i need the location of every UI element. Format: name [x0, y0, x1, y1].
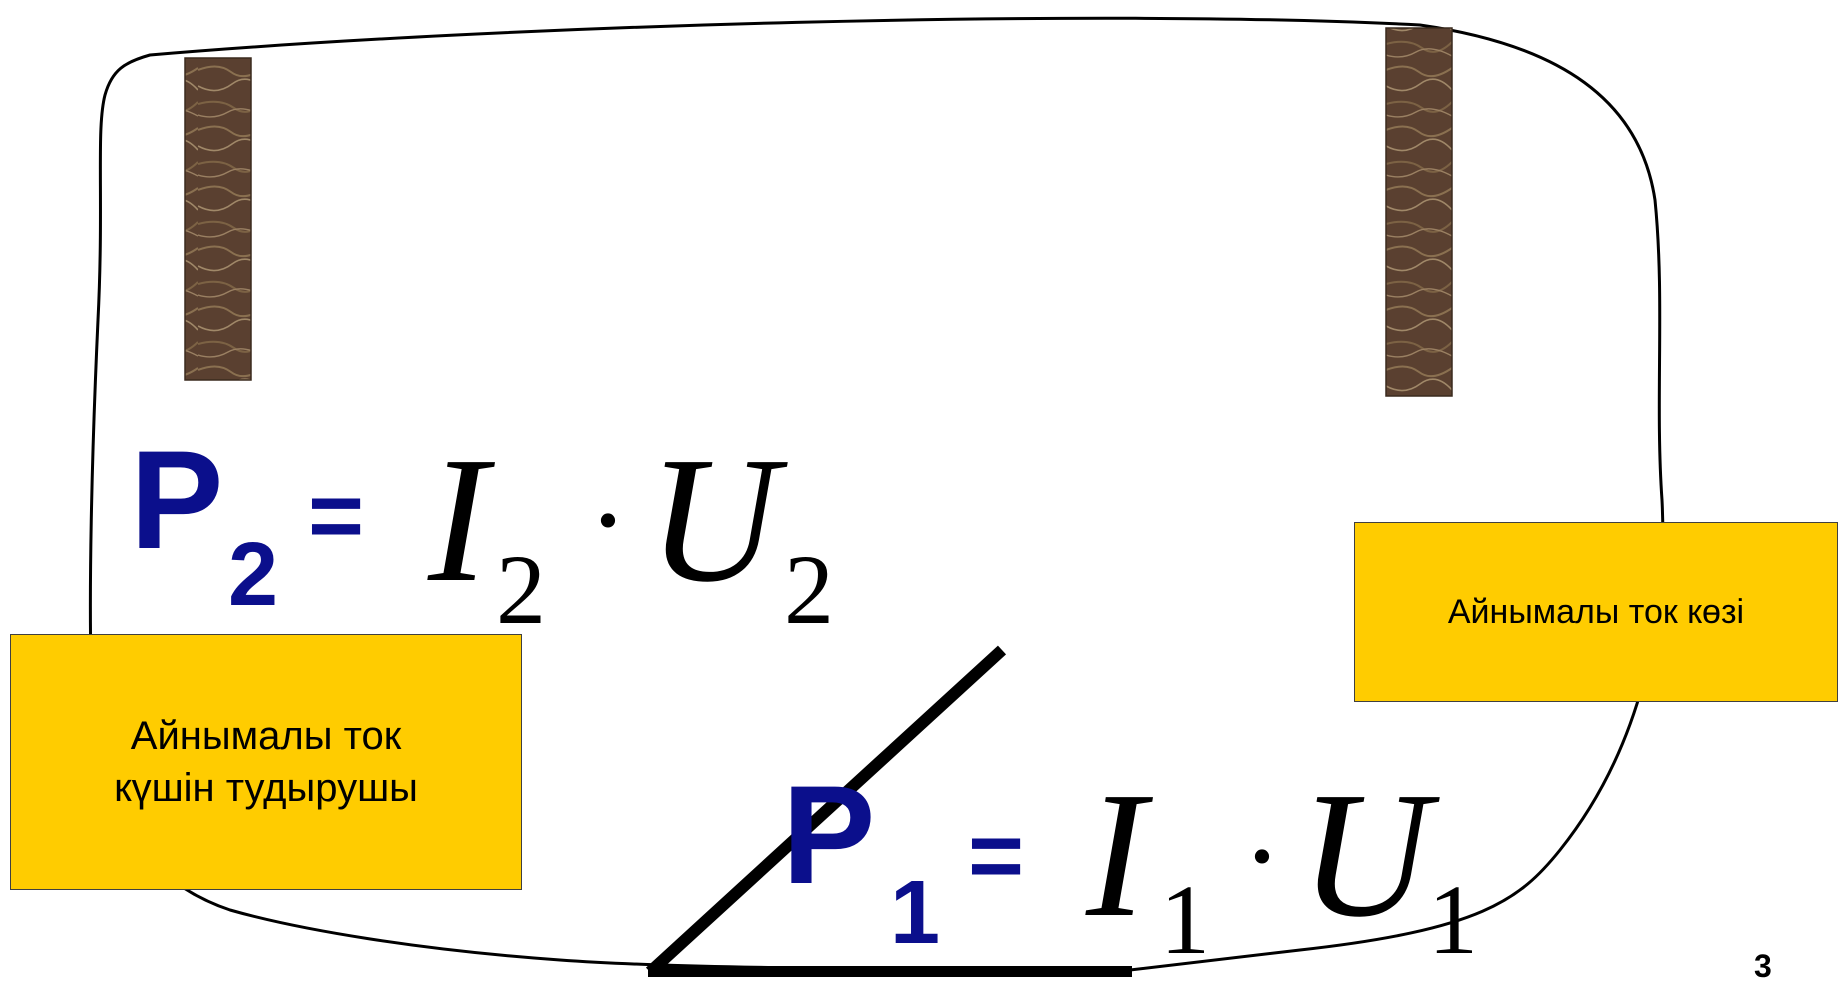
formula-2-multiply-dot: ·: [588, 453, 628, 586]
formula-2-symbol-subscript: 2: [228, 525, 279, 625]
ac-source-label: Айнымалы ток көзі: [1447, 592, 1745, 631]
ac-source-label-box: Айнымалы ток көзі: [1354, 522, 1838, 702]
formula-2-current-subscript: 2: [496, 534, 546, 645]
formula-2-current: I: [428, 420, 488, 619]
formula-1-voltage: U: [1300, 755, 1430, 954]
formula-1-current-subscript: 1: [1160, 864, 1210, 975]
formula-1-symbol: P: [782, 756, 876, 913]
primary-source-label-line1: Айнымалы ток: [130, 714, 402, 758]
primary-source-label-line2: күшін тудырушы: [114, 766, 418, 810]
formula-2-symbol: P: [130, 421, 224, 578]
formula-2-voltage: U: [648, 420, 778, 619]
formula-1-current: I: [1086, 755, 1146, 954]
angle-line-diagonal: [645, 645, 1007, 977]
formula-2-equals: =: [308, 462, 365, 569]
core-bar-left: [184, 57, 252, 381]
formula-1-symbol-subscript: 1: [890, 863, 941, 963]
formula-1-voltage-subscript: 1: [1428, 864, 1478, 975]
primary-source-label-box: Айнымалы ток күшін тудырушы: [10, 634, 522, 890]
formula-2-voltage-subscript: 2: [784, 534, 834, 645]
formula-1-multiply-dot: ·: [1242, 789, 1282, 922]
formula-1-equals: =: [968, 802, 1025, 909]
core-bar-right: [1385, 27, 1453, 397]
page-number: 3: [1754, 948, 1772, 984]
